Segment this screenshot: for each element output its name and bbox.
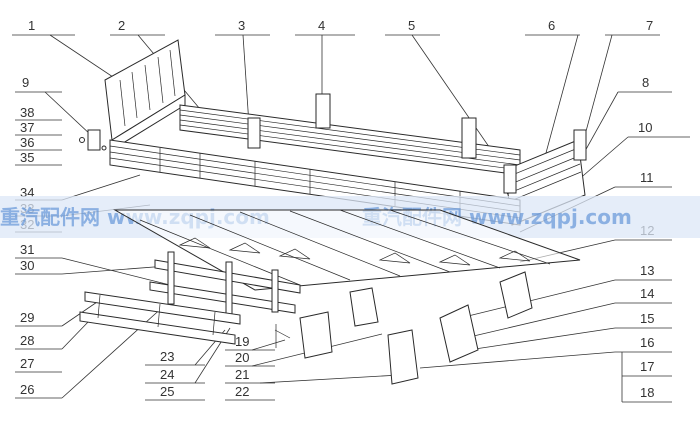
- callout-label-4: 4: [318, 18, 325, 33]
- callout-label-25: 25: [160, 384, 174, 399]
- hinge-bracket: [79, 129, 107, 151]
- callout-label-20: 20: [235, 350, 249, 365]
- mount-brackets: [274, 271, 533, 385]
- callout-label-18: 18: [640, 385, 654, 400]
- callout-label-9: 9: [22, 75, 29, 90]
- callout-label-15: 15: [640, 311, 654, 326]
- front-wall: [104, 39, 186, 149]
- label-row-top: 1 2 3 4 5 6 7: [12, 18, 660, 36]
- callout-label-26: 26: [20, 382, 34, 397]
- callout-label-31: 31: [20, 242, 34, 257]
- callout-label-29: 29: [20, 310, 34, 325]
- callout-label-27: 27: [20, 356, 34, 371]
- callout-label-35: 35: [20, 150, 34, 165]
- side-guard: [79, 251, 301, 345]
- callout-label-17: 17: [640, 359, 654, 374]
- callout-label-10: 10: [638, 120, 652, 135]
- callout-label-19: 19: [235, 334, 249, 349]
- callout-label-2: 2: [118, 18, 125, 33]
- callout-label-23: 23: [160, 349, 174, 364]
- callout-label-5: 5: [408, 18, 415, 33]
- callout-label-36: 36: [20, 135, 34, 150]
- callout-label-30: 30: [20, 258, 34, 273]
- callout-label-38: 38: [20, 105, 34, 120]
- callout-label-3: 3: [238, 18, 245, 33]
- callout-label-7: 7: [646, 18, 653, 33]
- callout-label-13: 13: [640, 263, 654, 278]
- callout-label-28: 28: [20, 333, 34, 348]
- label-column-bottom: 23 24 25 19 20 21 22: [145, 334, 275, 401]
- callout-label-6: 6: [548, 18, 555, 33]
- callout-label-37: 37: [20, 120, 34, 135]
- callout-label-24: 24: [160, 367, 174, 382]
- callout-label-22: 22: [235, 384, 249, 399]
- callout-label-8: 8: [642, 75, 649, 90]
- label-column-right: 8 10 11 12 13 14 15 16 17 18: [615, 75, 690, 403]
- callout-label-14: 14: [640, 286, 654, 301]
- callout-label-16: 16: [640, 335, 654, 350]
- callout-label-11: 11: [640, 170, 654, 185]
- left-side-wall: [179, 93, 521, 176]
- callout-label-21: 21: [235, 367, 249, 382]
- callout-label-1: 1: [28, 18, 35, 33]
